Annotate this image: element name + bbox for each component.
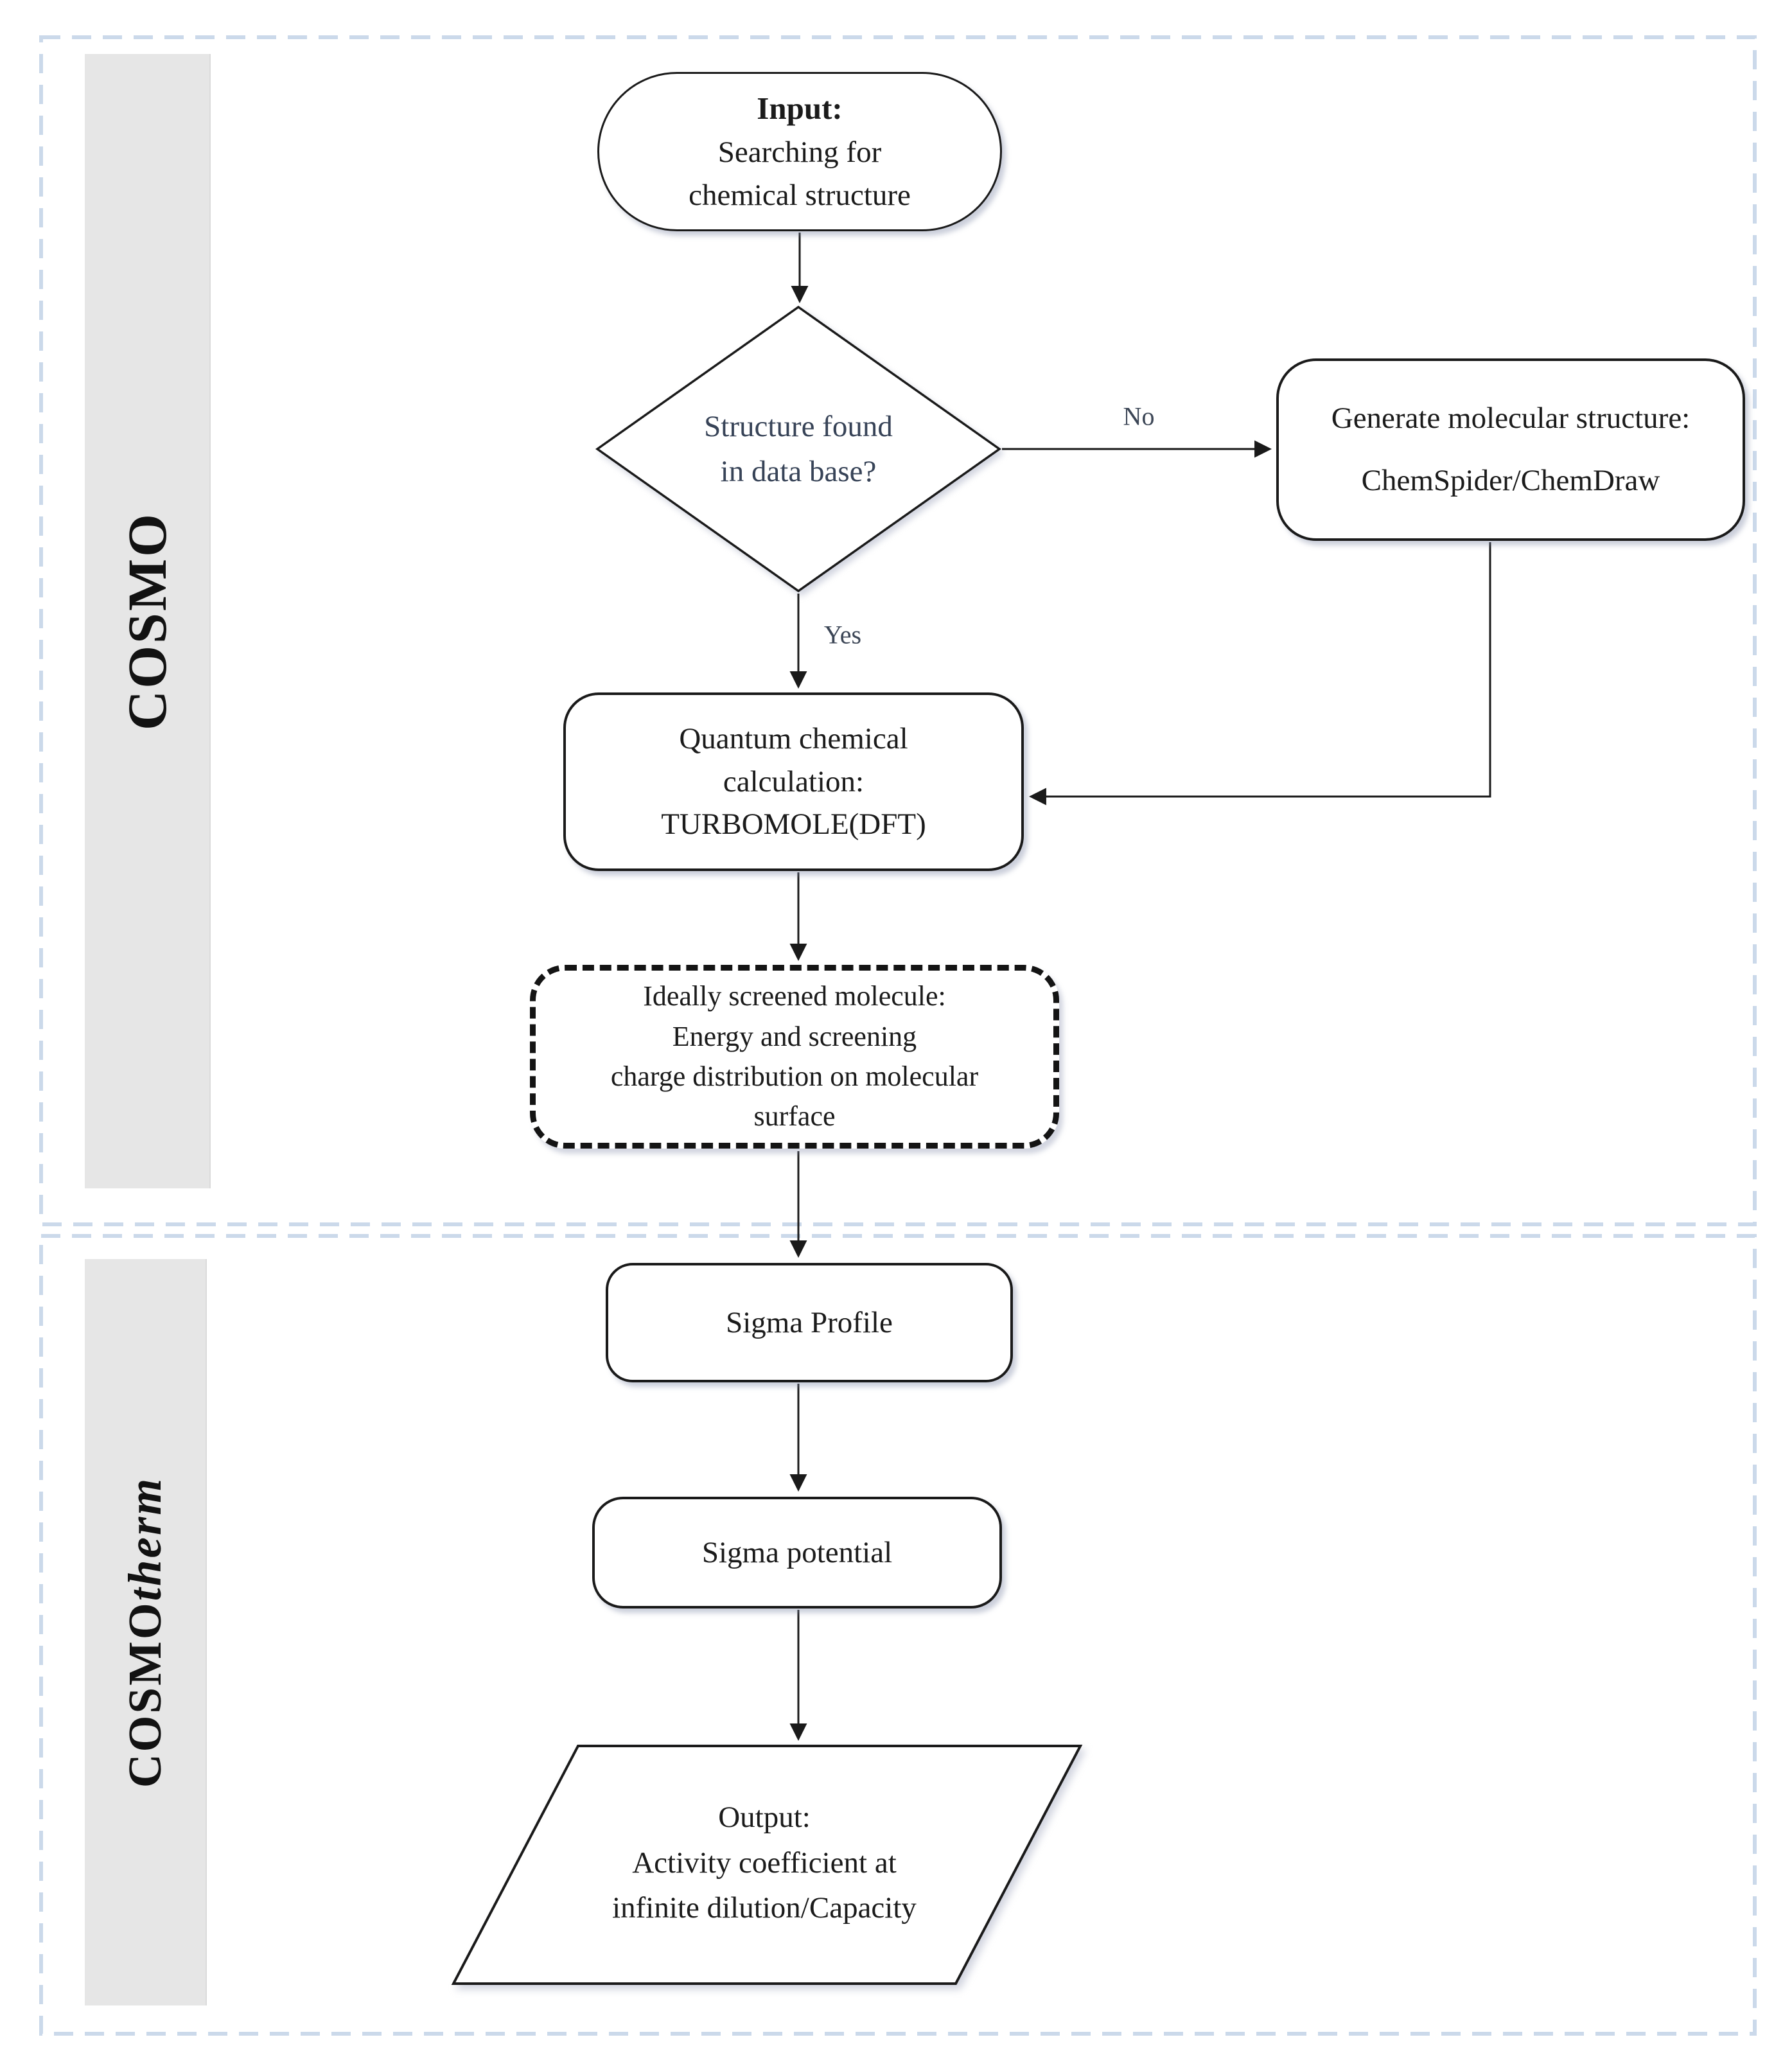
- cosmotherm-section-frame: [39, 1234, 1757, 2036]
- input-line-1: Searching for: [717, 136, 882, 170]
- edge-label-no: No: [1123, 401, 1155, 431]
- quantum-line-3: TURBOMOLE(DFT): [661, 807, 926, 842]
- section-label-cosmotherm-text: COSMO: [119, 1601, 171, 1788]
- cosmo-sidebar-bar: [85, 54, 211, 1188]
- generate-line-2: ChemSpider/ChemDraw: [1361, 464, 1660, 497]
- decision-diamond-shape: [595, 305, 1002, 593]
- section-label-cosmo-text: COSMO: [116, 512, 178, 730]
- generate-line-1: Generate molecular structure:: [1331, 401, 1691, 435]
- node-generate: Generate molecular structure: ChemSpider…: [1276, 358, 1745, 541]
- node-input: Input: Searching for chemical structure: [597, 72, 1002, 231]
- arrow-generate-to-quantum: [1028, 542, 1491, 806]
- node-output-text: Output: Activity coefficient at infinite…: [488, 1754, 1041, 1972]
- screened-line-1: Ideally screened molecule:: [643, 980, 946, 1012]
- section-label-cosmotherm-italic: therm: [119, 1476, 171, 1601]
- screened-line-3: charge distribution on molecular: [610, 1061, 979, 1092]
- input-title: Input:: [757, 91, 843, 127]
- output-title: Output:: [718, 1801, 811, 1835]
- decision-line-1: Structure found: [704, 409, 893, 443]
- cosmotherm-sidebar-bar: [85, 1259, 207, 2005]
- section-label-cosmotherm: COSMOtherm: [118, 1477, 172, 1788]
- output-parallelogram-shape: [451, 1745, 1083, 1985]
- sigma-potential-label: Sigma potential: [701, 1535, 893, 1569]
- node-decision-text: Structure found in data base?: [597, 307, 999, 591]
- quantum-line-1: Quantum chemical: [679, 721, 908, 755]
- sigma-profile-label: Sigma Profile: [726, 1305, 893, 1339]
- edge-label-yes: Yes: [823, 620, 862, 649]
- screened-line-2: Energy and screening: [672, 1020, 917, 1052]
- screened-line-4: surface: [753, 1100, 836, 1132]
- node-screened: Ideally screened molecule: Energy and sc…: [530, 965, 1059, 1149]
- decision-line-2: in data base?: [720, 455, 877, 488]
- quantum-line-2: calculation:: [723, 764, 865, 798]
- node-quantum: Quantum chemical calculation: TURBOMOLE(…: [563, 692, 1024, 871]
- output-line-1: Activity coefficient at: [632, 1846, 897, 1880]
- input-line-2: chemical structure: [689, 178, 911, 212]
- node-sigma-potential: Sigma potential: [592, 1497, 1002, 1608]
- output-line-2: infinite dilution/Capacity: [612, 1891, 917, 1925]
- node-sigma-profile: Sigma Profile: [606, 1263, 1013, 1382]
- section-label-cosmo: COSMO: [115, 512, 179, 730]
